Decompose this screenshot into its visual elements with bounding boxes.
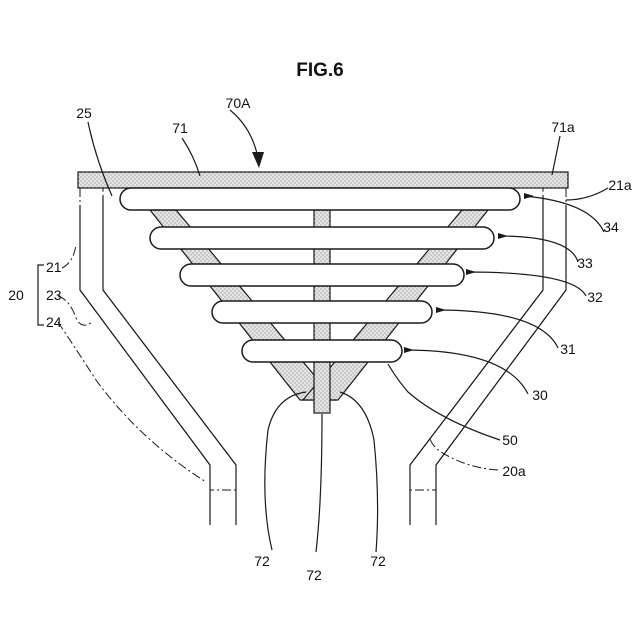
tube-33 — [150, 227, 494, 249]
label-31: 31 — [560, 341, 576, 357]
label-21: 21 — [46, 259, 62, 275]
label-71a: 71a — [551, 119, 575, 135]
tube-32 — [180, 264, 464, 286]
tube-34 — [120, 188, 520, 210]
label-21a: 21a — [608, 177, 632, 193]
label-24: 24 — [46, 314, 62, 330]
top-plate — [78, 172, 568, 188]
tube-30 — [242, 340, 402, 362]
label-72-left: 72 — [254, 553, 270, 569]
label-20: 20 — [8, 287, 24, 303]
label-30: 30 — [532, 387, 548, 403]
label-33: 33 — [577, 255, 593, 271]
tube-31 — [212, 301, 432, 323]
label-20a: 20a — [502, 463, 526, 479]
label-25: 25 — [76, 105, 92, 121]
label-72-right: 72 — [370, 553, 386, 569]
label-70A: 70A — [226, 95, 252, 111]
label-32: 32 — [587, 289, 603, 305]
label-23: 23 — [46, 287, 62, 303]
label-72-center: 72 — [306, 567, 322, 583]
label-34: 34 — [603, 219, 619, 235]
label-50: 50 — [502, 432, 518, 448]
arrow-70A — [230, 110, 264, 168]
label-71: 71 — [172, 120, 188, 136]
figure-title: FIG.6 — [296, 60, 344, 81]
